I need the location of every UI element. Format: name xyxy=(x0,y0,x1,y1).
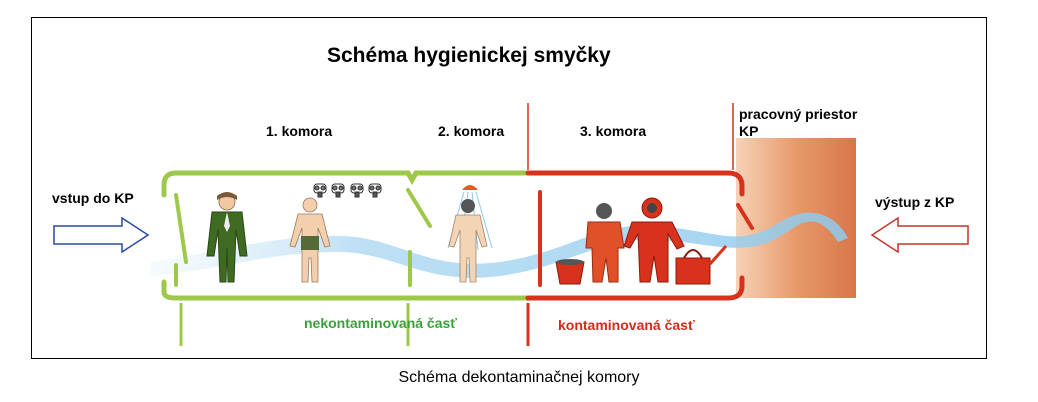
label-workspace-line1: pracovný priestor xyxy=(739,106,858,122)
bucket-icon xyxy=(555,259,585,285)
watering-can-icon xyxy=(675,245,728,285)
label-contaminated-zone: kontaminovaná časť xyxy=(558,317,695,333)
exit-arrow-icon xyxy=(870,216,969,254)
clean-chambers-outline xyxy=(161,170,531,301)
figure-caption: Schéma dekontaminačnej komory xyxy=(398,369,640,386)
diagram-title: Schéma hygienickej smyčky xyxy=(327,44,611,67)
person-clothed-icon xyxy=(206,192,248,283)
label-exit: výstup z KP xyxy=(875,194,955,210)
gas-masks-icon xyxy=(313,183,382,198)
label-workspace-line2: KP xyxy=(739,123,759,139)
person-showering-icon xyxy=(448,199,488,283)
label-clean-zone: nekontaminovaná časť xyxy=(304,315,457,331)
label-chamber3: 3. komora xyxy=(580,123,647,139)
label-chamber1: 1. komora xyxy=(266,123,333,139)
person-hazmat-suit-icon xyxy=(623,197,685,283)
person-undressed-icon xyxy=(289,197,331,283)
entry-arrow-icon xyxy=(53,216,150,254)
label-chamber2: 2. komora xyxy=(438,123,505,139)
contaminated-chamber-outline xyxy=(525,170,754,301)
label-entry: vstup do KP xyxy=(52,190,134,206)
diagram-frame xyxy=(31,17,987,359)
person-protective-suit-icon xyxy=(585,203,625,283)
